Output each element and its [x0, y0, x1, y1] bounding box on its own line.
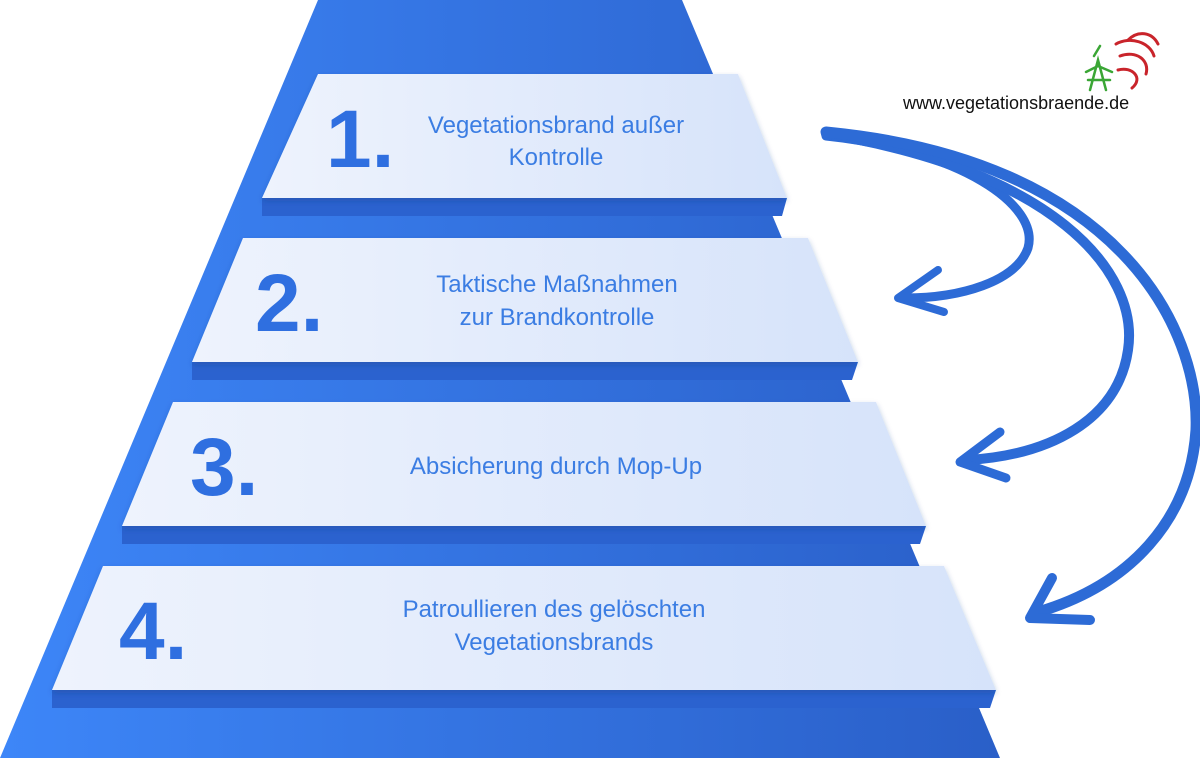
step-2-label-line-1: Taktische Maßnahmen [436, 271, 677, 298]
arrow-to-step-4-head-icon [1025, 573, 1095, 625]
arrow-to-step-3-head-icon [955, 427, 1011, 483]
step-band-1 [262, 74, 787, 198]
step-2-number: 2. [255, 258, 323, 349]
step-band-4 [52, 566, 996, 690]
curved-arrows [820, 126, 1200, 625]
step-4-number: 4. [119, 586, 187, 677]
band-shadows [52, 198, 996, 708]
step-band-3 [122, 402, 926, 526]
arrow-to-step-3-icon [821, 129, 1134, 465]
step-band-2 [192, 238, 858, 362]
step-2-label-line-2: zur Brandkontrolle [460, 304, 655, 331]
step-4-label-line-1: Patroullieren des gelöschten [403, 596, 706, 623]
step-3-number: 3. [190, 422, 258, 513]
vegetation-fire-logo-icon [1084, 32, 1160, 92]
arrow-to-step-4-icon [820, 126, 1200, 618]
step-3-label: Absicherung durch Mop-Up [410, 453, 702, 480]
arrow-to-step-2-head-icon [894, 266, 948, 316]
site-url-label: www.vegetationsbraende.de [903, 93, 1130, 113]
step-1-label-line-1: Vegetationsbrand außer [428, 112, 684, 139]
step-1-label-line-2: Kontrolle [509, 144, 604, 171]
step-4-label-line-2: Vegetationsbrands [455, 629, 654, 656]
step-1-number: 1. [326, 94, 394, 185]
